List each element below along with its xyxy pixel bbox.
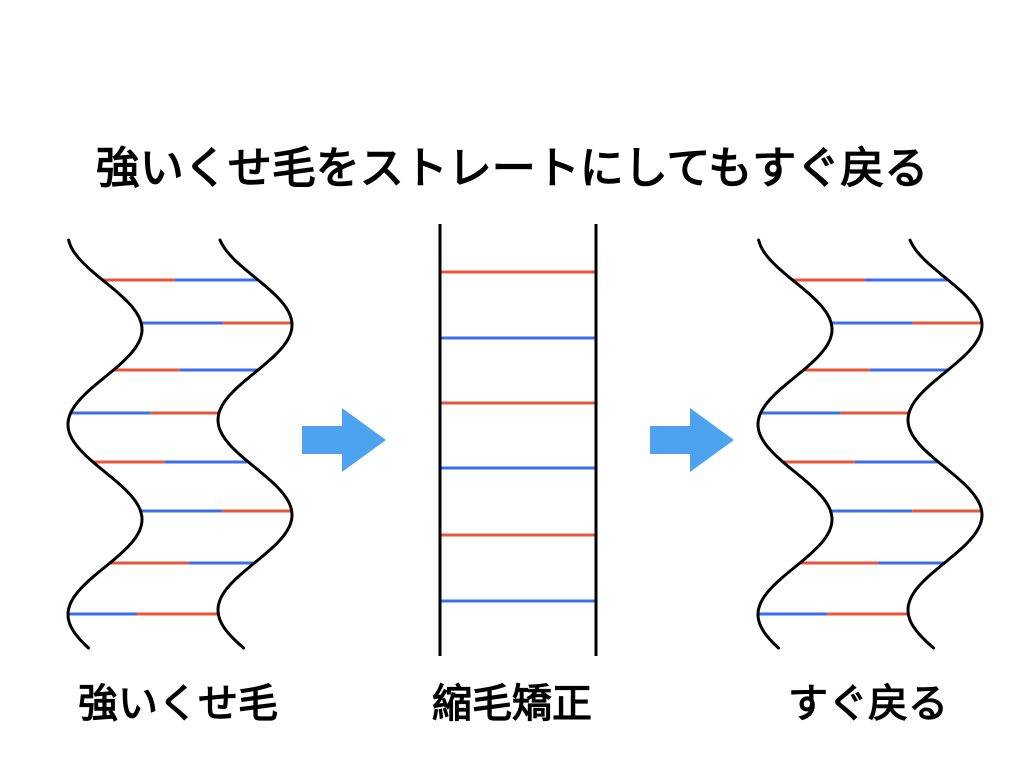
panel-label: すぐ戻る: [788, 681, 948, 727]
hair-strand: [756, 238, 834, 650]
arrow-shape: [650, 408, 734, 472]
panel-straightened-hair: [438, 224, 598, 656]
panel-label: 縮毛矯正: [432, 681, 592, 727]
arrow-right-icon: [302, 408, 386, 472]
arrow-right-icon: [650, 408, 734, 472]
panel-reverted-hair: [756, 238, 984, 650]
panel-label: 強いくせ毛: [78, 681, 278, 727]
slide-title: 強いくせ毛をストレートにしてもすぐ戻る: [96, 143, 928, 194]
hair-strand: [906, 238, 984, 650]
hair-strand: [216, 238, 294, 650]
hair-strand: [66, 238, 144, 650]
arrow-shape: [302, 408, 386, 472]
panel-curly-hair: [66, 238, 294, 650]
